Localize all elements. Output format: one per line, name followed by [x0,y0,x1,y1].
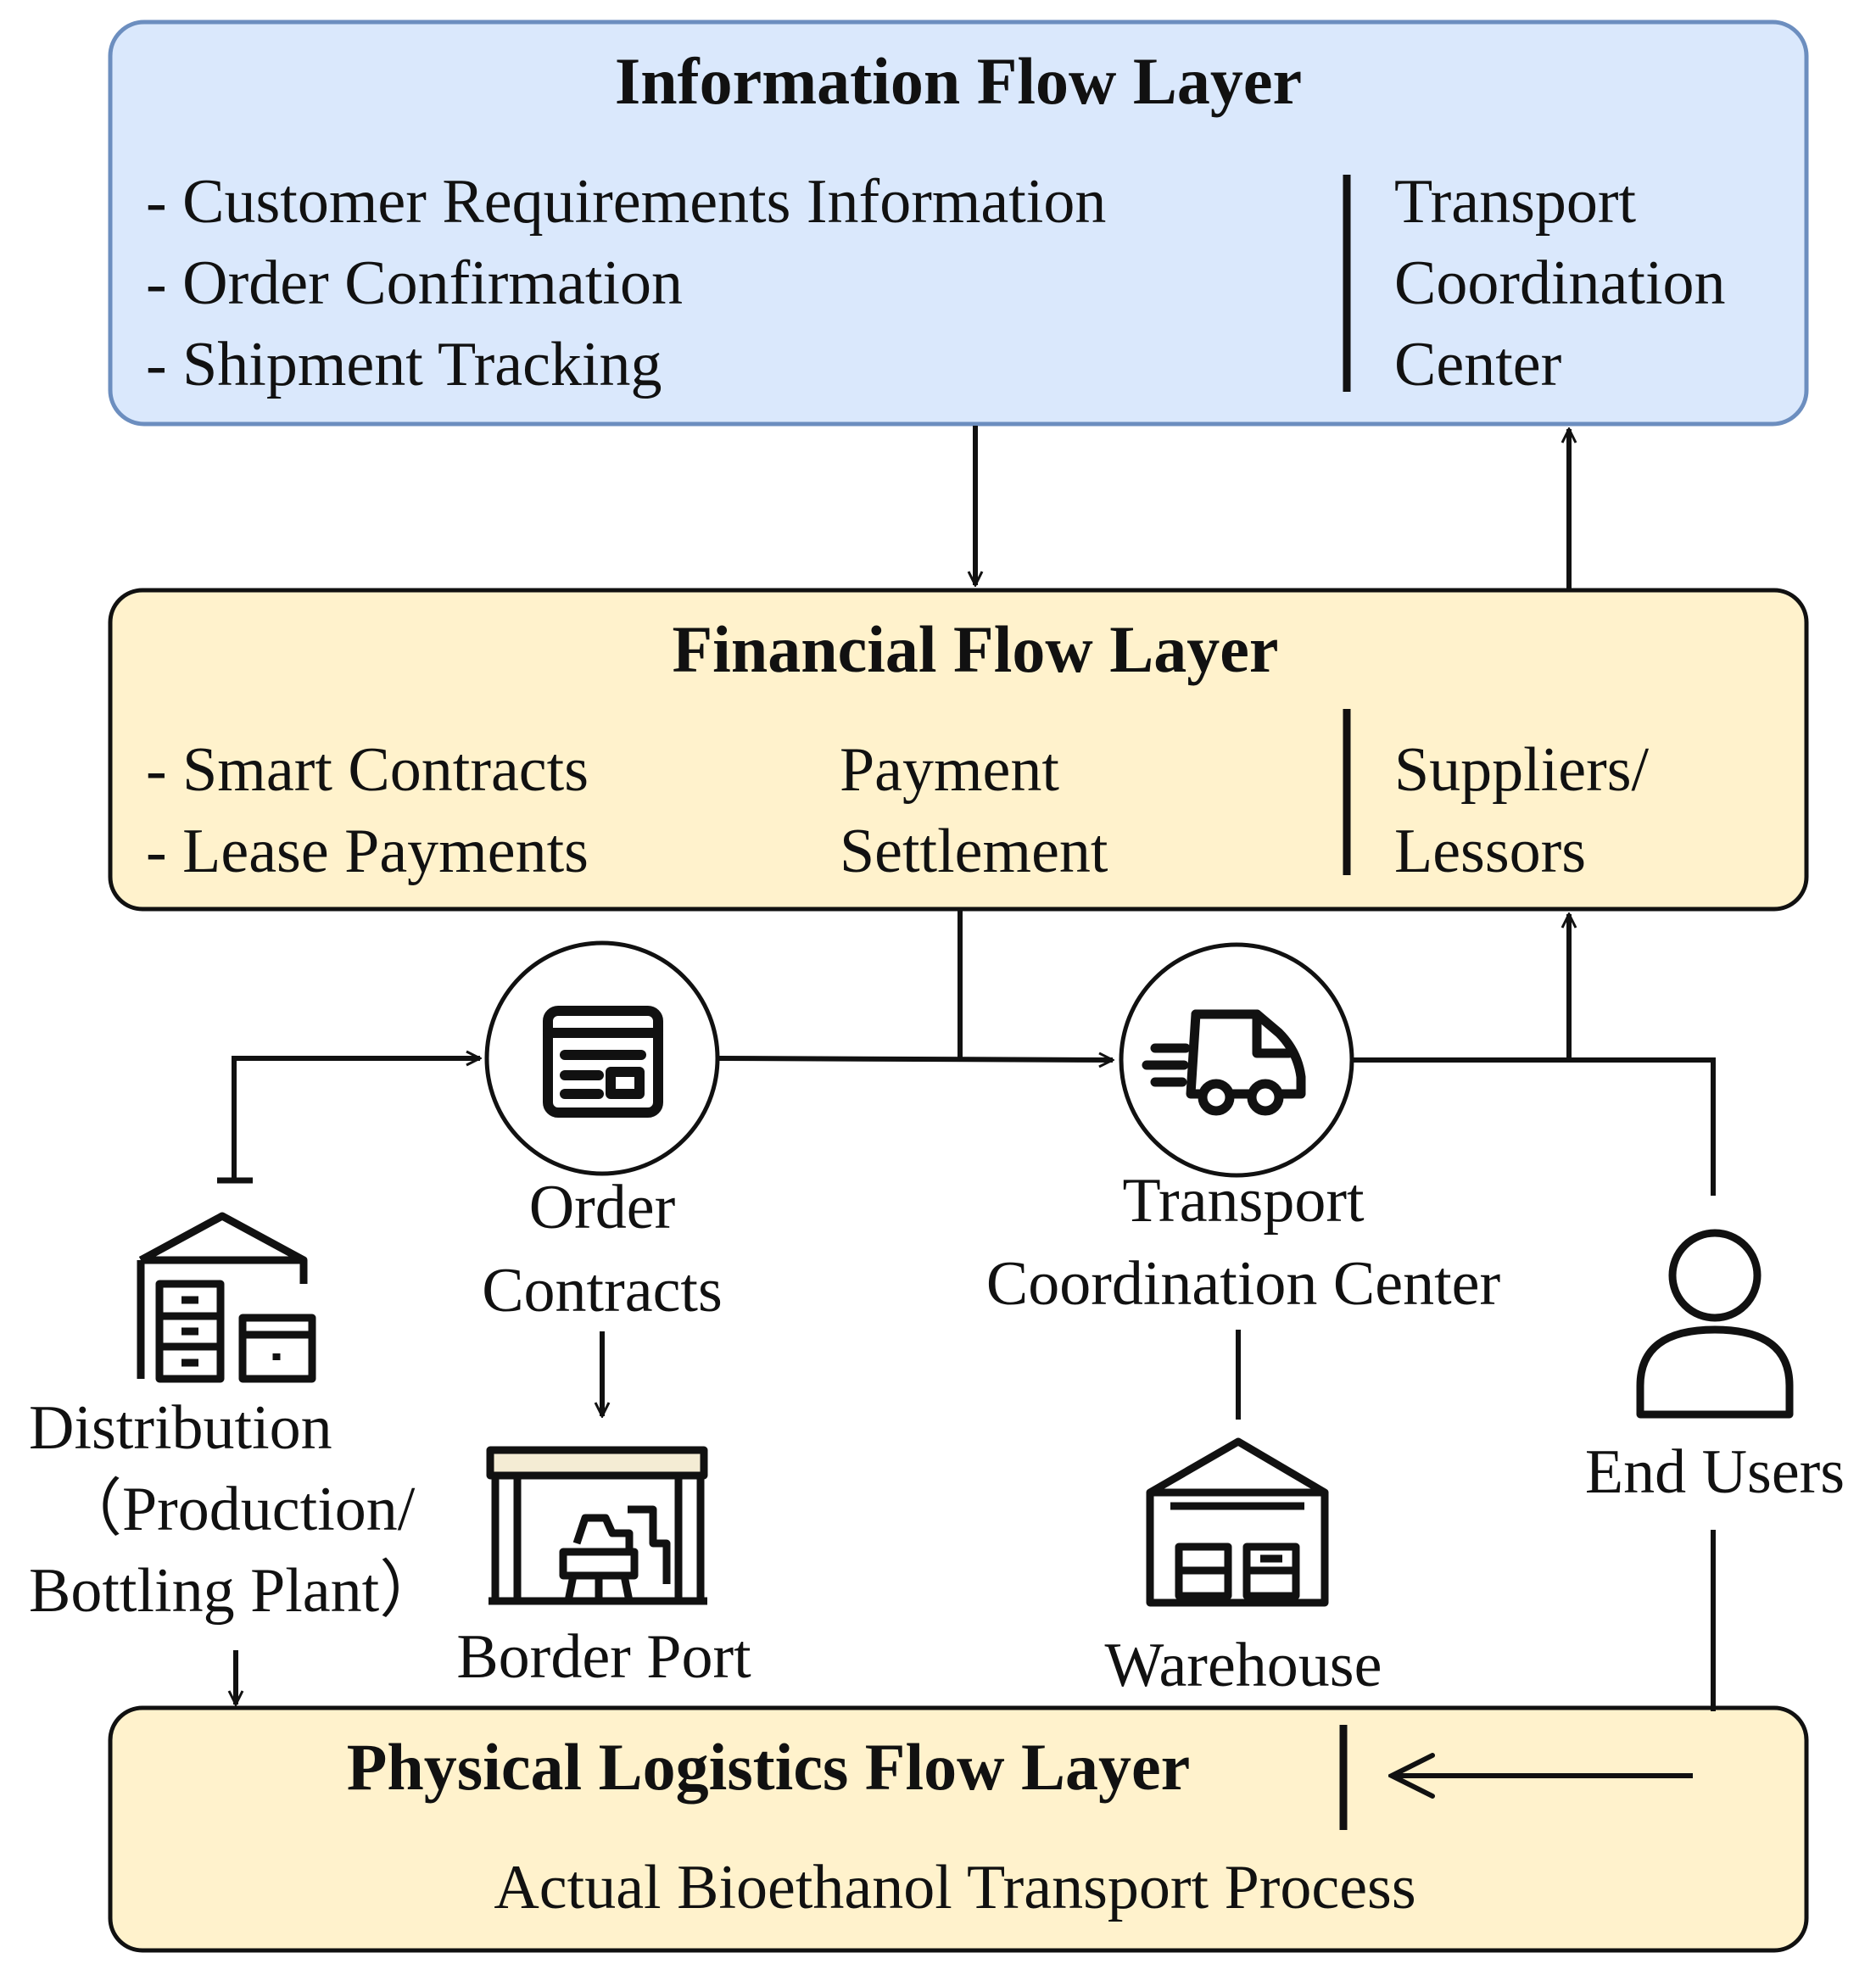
information-layer-title: Information Flow Layer [615,44,1302,118]
information-side-label: Center [1394,330,1561,399]
factory-warehouse-icon [137,1212,316,1383]
transport-to-end-users-connector [1350,1057,1716,1196]
layer-connectors [217,426,1716,1711]
delivery-truck-icon [1142,1009,1306,1116]
end-users-label: End Users [1585,1437,1845,1507]
information-item: - Shipment Tracking [146,330,662,399]
distribution-label: Distribution [29,1393,332,1463]
end-users-node: End Users [1585,1229,1845,1507]
information-side-label: Coordination [1394,248,1726,318]
distribution-node: Distribution （Production/ Bottling Plant… [29,1212,442,1626]
border-port-node: Border Port [456,1446,751,1692]
financial-side-label: Suppliers/ [1394,735,1650,805]
document-form-icon [543,1006,663,1118]
financial-flow-layer: Financial Flow Layer - Smart Contracts -… [108,588,1809,912]
information-layer-box [108,20,1809,427]
financial-item: - Lease Payments [146,817,589,886]
transport-center-label: Transport [1122,1166,1365,1236]
order-to-transport-arrow [718,1058,1113,1060]
information-item: - Customer Requirements Information [146,167,1106,237]
transport-center-label: Coordination Center [986,1249,1500,1319]
transport-center-circle [1119,942,1354,1178]
payment-settlement-label: Settlement [840,817,1108,886]
financial-side-label: Lessors [1394,817,1586,886]
order-contracts-label: Contracts [482,1256,723,1325]
financial-item: - Smart Contracts [146,735,589,805]
warehouse-node: Warehouse [1105,1437,1382,1700]
payment-settlement-label: Payment [840,735,1059,805]
distribution-label: （Production/ [59,1475,416,1544]
order-contracts-label: Order [529,1173,676,1242]
transport-center-node: Transport Coordination Center [986,942,1500,1319]
border-gate-icon [486,1446,708,1605]
physical-layer-title: Physical Logistics Flow Layer [347,1730,1190,1804]
user-icon [1636,1229,1794,1419]
order-contracts-node: Order Contracts [482,940,723,1325]
border-port-label: Border Port [456,1622,751,1692]
warehouse-label: Warehouse [1105,1631,1382,1700]
information-item: - Order Confirmation [146,248,683,318]
information-flow-layer: Information Flow Layer - Customer Requir… [108,20,1809,427]
distribution-to-order-arrow [232,1058,480,1179]
financial-layer-box [108,588,1809,912]
physical-layer-subtitle: Actual Bioethanol Transport Process [494,1853,1415,1922]
distribution-label: Bottling Plant） [29,1556,442,1626]
information-side-label: Transport [1394,167,1637,237]
physical-logistics-flow-layer: Physical Logistics Flow Layer Actual Bio… [108,1705,1809,1953]
physical-layer-box [108,1705,1809,1953]
financial-layer-title: Financial Flow Layer [673,612,1279,686]
warehouse-icon [1146,1437,1329,1607]
